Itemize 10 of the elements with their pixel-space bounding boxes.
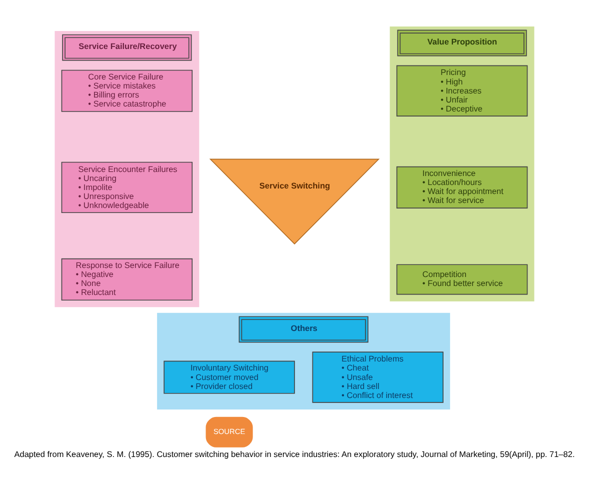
- label: SOURCE: [213, 426, 246, 436]
- caption: Adapted from Keaveney, S. M. (1995). Customer switching behavior in service industries: An exploratory study, Journal of Marketing, 59(April), pp. 71–82.: [14, 450, 575, 459]
- node-box: Service Encounter Failures • Uncaring • Impolite • Unresponsive • Unknowledgeable: [61, 162, 193, 214]
- node-box: Ethical Problems • Cheat • Unsafe • Hard sell • Conflict of interest: [312, 352, 444, 403]
- node-box: Response to Service Failure • Negative • None • Reluctant: [61, 258, 193, 301]
- node-box: Competition • Found better service: [396, 264, 528, 295]
- node-box: Involuntary Switching • Customer moved • Provider closed: [164, 360, 295, 394]
- node-box: Core Service Failure • Service mistakes • Billing errors • Service catastrophe: [61, 70, 193, 112]
- node-box: Inconvenience • Location/hours • Wait for appointment • Wait for service: [396, 166, 528, 208]
- node-box: Pricing • High • Increases • Unfair • Deceptive: [396, 65, 528, 116]
